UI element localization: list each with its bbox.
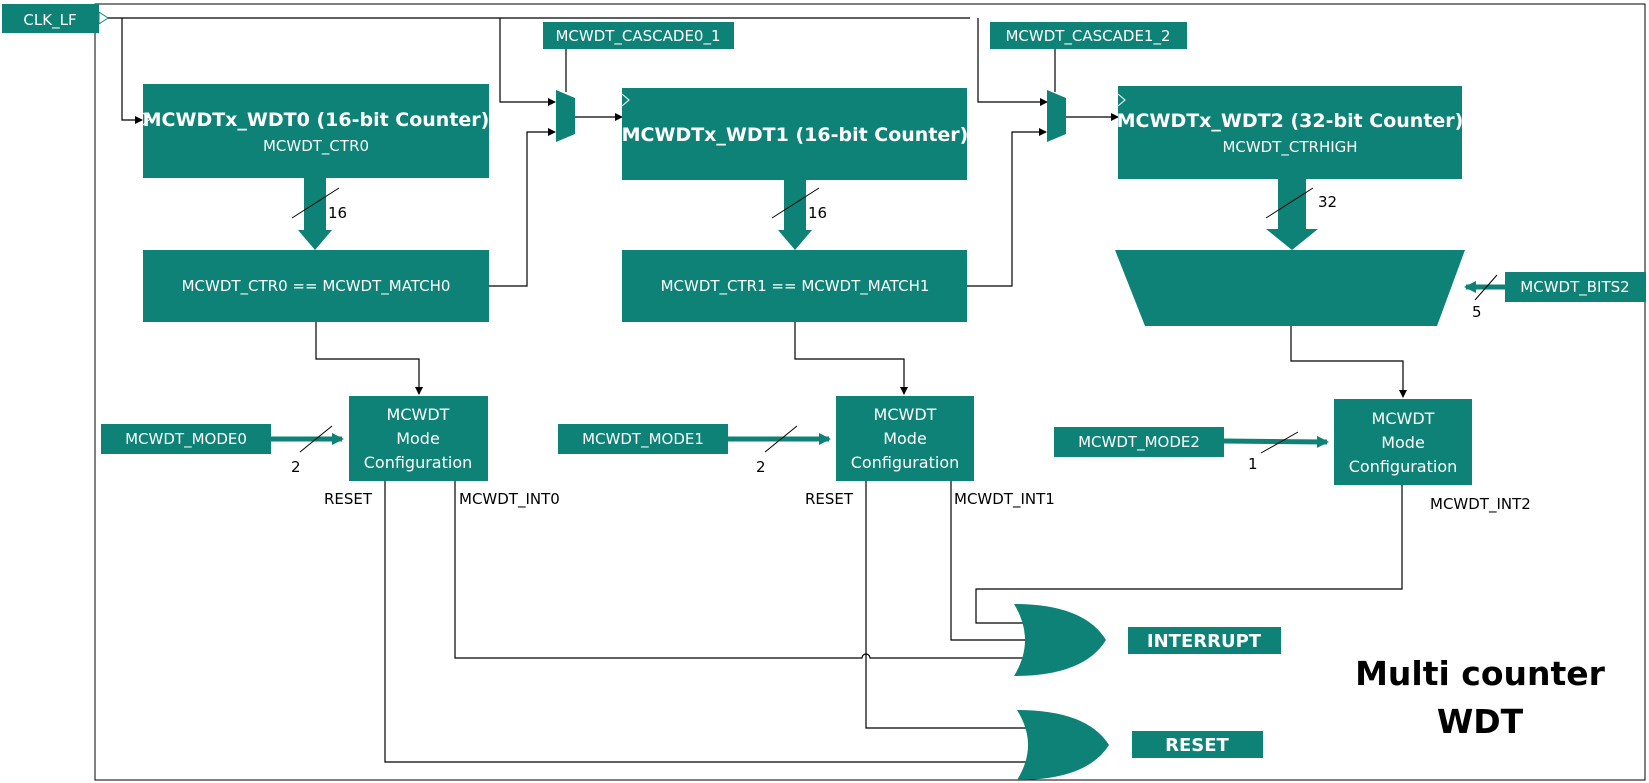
wdt1-title: MCWDTx_WDT1 (16-bit Counter) — [622, 124, 969, 146]
mode1-bus-slash — [764, 425, 798, 453]
mode-config-0-line1: MCWDT — [387, 405, 450, 424]
wdt0-title: MCWDTx_WDT0 (16-bit Counter) — [143, 109, 490, 131]
reset0-wire — [384, 481, 1028, 763]
cascade0-1-label-box: MCWDT_CASCADE0_1 — [543, 22, 734, 49]
mode1-input: MCWDT_MODE1 — [558, 424, 728, 454]
clk-wire-wdt0 — [121, 18, 143, 124]
match1-label: MCWDT_CTR1 == MCWDT_MATCH1 — [661, 277, 930, 296]
mode2-bus — [1223, 435, 1329, 448]
mode2-width: 1 — [1248, 455, 1258, 473]
mode2-label: MCWDT_MODE2 — [1078, 433, 1200, 452]
mode0-input: MCWDT_MODE0 — [101, 424, 271, 454]
outer-frame — [94, 3, 1646, 781]
wdt0-subtitle: MCWDT_CTR0 — [263, 137, 369, 156]
caption-line2: WDT — [1437, 702, 1524, 741]
match1-comparator: MCWDT_CTR1 == MCWDT_MATCH1 — [622, 250, 967, 322]
bus-wdt0-to-match0: 16 — [291, 178, 347, 250]
reset0-label: RESET — [324, 490, 373, 508]
clk-lf-label: CLK_LF — [23, 11, 76, 30]
int1-label: MCWDT_INT1 — [954, 490, 1055, 509]
cascade0-1-label: MCWDT_CASCADE0_1 — [555, 27, 720, 46]
selector-to-modecfg2 — [1290, 326, 1407, 398]
bits2-width: 5 — [1472, 303, 1482, 321]
mode-config-1: MCWDT Mode Configuration — [836, 396, 974, 481]
wdt0-counter-block: MCWDTx_WDT0 (16-bit Counter) MCWDT_CTR0 — [143, 84, 490, 178]
mode-config-2-line1: MCWDT — [1372, 409, 1435, 428]
mode1-width: 2 — [756, 458, 766, 476]
interrupt-output-label: INTERRUPT — [1147, 631, 1262, 652]
interrupt-or-gate — [1014, 604, 1106, 676]
mode-config-1-line3: Configuration — [851, 453, 960, 472]
match1-to-mux1 — [967, 128, 1047, 287]
wdt2-title: MCWDTx_WDT2 (32-bit Counter) — [1117, 110, 1464, 132]
match1-to-modecfg1 — [794, 322, 908, 395]
reset-output: RESET — [1132, 731, 1263, 758]
wdt2-bit-selector — [1115, 250, 1465, 326]
mode0-label: MCWDT_MODE0 — [125, 430, 247, 449]
mode1-label: MCWDT_MODE1 — [582, 430, 704, 449]
caption-line1: Multi counter — [1355, 654, 1606, 693]
mode0-bus-slash — [299, 425, 333, 453]
int0-wire — [454, 481, 1028, 659]
cascade-mux-1 — [1047, 90, 1066, 142]
reset1-label: RESET — [805, 490, 854, 508]
match0-comparator: MCWDT_CTR0 == MCWDT_MATCH0 — [143, 250, 489, 322]
mode2-input: MCWDT_MODE2 — [1054, 427, 1224, 457]
mode-config-1-line1: MCWDT — [874, 405, 937, 424]
clk-lf-input: CLK_LF — [2, 4, 109, 33]
cascade1-2-label: MCWDT_CASCADE1_2 — [1005, 27, 1170, 46]
mode-config-1-line2: Mode — [883, 429, 927, 448]
bits2-bus-slash — [1474, 274, 1498, 301]
match0-label: MCWDT_CTR0 == MCWDT_MATCH0 — [182, 277, 451, 296]
match0-to-modecfg0 — [315, 322, 423, 395]
int1-wire — [950, 481, 1028, 641]
mode-config-2: MCWDT Mode Configuration — [1334, 399, 1472, 485]
bus-wdt2-to-selector: 32 — [1265, 179, 1337, 250]
mode0-width: 2 — [291, 458, 301, 476]
mode-config-2-line2: Mode — [1381, 433, 1425, 452]
int2-wire — [975, 485, 1403, 624]
int2-label: MCWDT_INT2 — [1430, 495, 1531, 514]
interrupt-output: INTERRUPT — [1128, 627, 1281, 654]
bus-wdt1-to-match1: 16 — [771, 180, 827, 250]
match0-to-mux0 — [489, 128, 556, 287]
wdt2-counter-block: MCWDTx_WDT2 (32-bit Counter) MCWDT_CTRHI… — [1117, 86, 1464, 179]
bus1-width: 16 — [808, 204, 827, 222]
clk-wire-mux0 — [499, 18, 556, 106]
mode-config-0-line2: Mode — [396, 429, 440, 448]
mode2-bus-slash — [1260, 431, 1299, 454]
bits2-input: MCWDT_BITS2 — [1505, 272, 1646, 302]
mode-config-2-line3: Configuration — [1349, 457, 1458, 476]
reset-output-label: RESET — [1165, 735, 1229, 756]
wdt1-counter-block: MCWDTx_WDT1 (16-bit Counter) — [622, 88, 969, 180]
wdt2-subtitle: MCWDT_CTRHIGH — [1222, 138, 1357, 157]
reset1-wire — [865, 481, 1028, 729]
cascade1-2-label-box: MCWDT_CASCADE1_2 — [990, 22, 1187, 49]
bus0-width: 16 — [328, 204, 347, 222]
clk-wire-mux1 — [977, 18, 1048, 106]
reset-or-gate — [1017, 710, 1109, 780]
cascade-mux-0 — [556, 90, 575, 142]
mode-config-0-line3: Configuration — [364, 453, 473, 472]
bus2-width: 32 — [1318, 193, 1337, 211]
bits2-label: MCWDT_BITS2 — [1520, 278, 1629, 297]
int0-label: MCWDT_INT0 — [459, 490, 560, 509]
mode-config-0: MCWDT Mode Configuration — [349, 396, 488, 481]
